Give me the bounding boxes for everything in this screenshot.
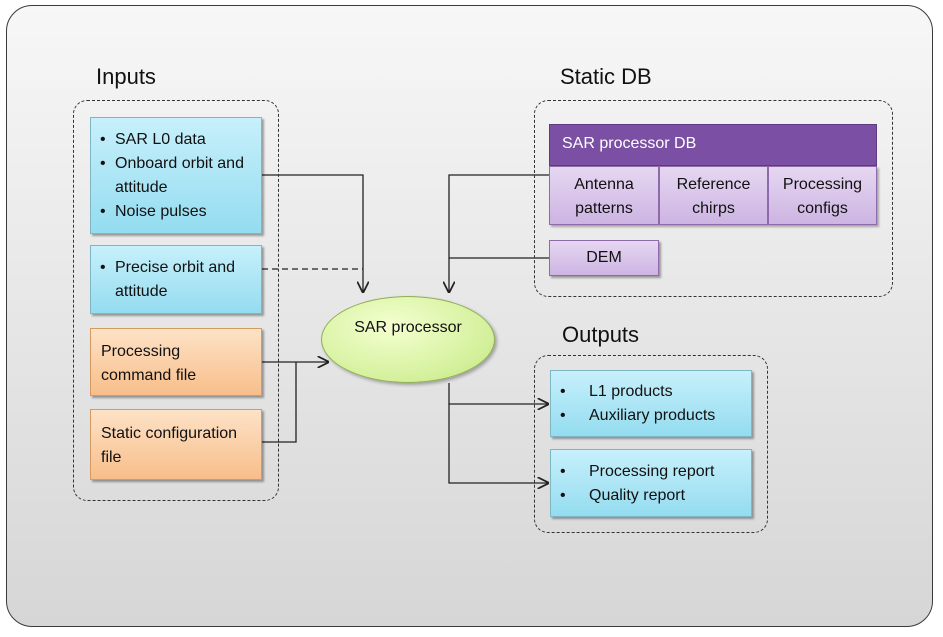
db-cell-configs: Processing configs: [768, 166, 877, 225]
bullet-item: Onboard orbit and attitude: [97, 152, 255, 200]
bullet-item: L1 products: [557, 380, 745, 404]
static-db-title: Static DB: [560, 64, 652, 89]
dem-box: DEM: [549, 240, 659, 276]
input-command-file-box: Processing command file: [90, 328, 262, 396]
bullet-item: Quality report: [557, 484, 745, 508]
input-config-file-box: Static configuration file: [90, 409, 262, 480]
input-l0-box: SAR L0 data Onboard orbit and attitude N…: [90, 117, 262, 234]
output-products-box: L1 products Auxiliary products: [550, 370, 752, 437]
bullet-item: Auxiliary products: [557, 404, 745, 428]
input-precise-orbit-box: Precise orbit and attitude: [90, 245, 262, 314]
arrow-processor-to-reports: [448, 404, 548, 483]
db-header: SAR processor DB: [549, 124, 877, 166]
db-cell-chirps: Reference chirps: [659, 166, 768, 225]
outputs-title: Outputs: [562, 322, 640, 347]
output-reports-box: Processing report Quality report: [550, 449, 752, 517]
bullet-item: Precise orbit and attitude: [97, 256, 255, 304]
inputs-group: [73, 100, 279, 501]
arrow-config-file-to-processor: [262, 362, 297, 443]
bullet-item: SAR L0 data: [97, 128, 255, 152]
arrow-db-to-processor: [449, 174, 549, 292]
sar-processor-node: SAR processor: [321, 296, 495, 383]
inputs-title: Inputs: [96, 64, 156, 89]
bullet-item: Processing report: [557, 460, 745, 484]
static-db-group: [534, 100, 893, 297]
arrow-l0-to-processor: [262, 174, 363, 292]
outputs-group: [534, 355, 768, 533]
bullet-item: Noise pulses: [97, 200, 255, 224]
db-cell-antenna: Antenna patterns: [549, 166, 659, 225]
